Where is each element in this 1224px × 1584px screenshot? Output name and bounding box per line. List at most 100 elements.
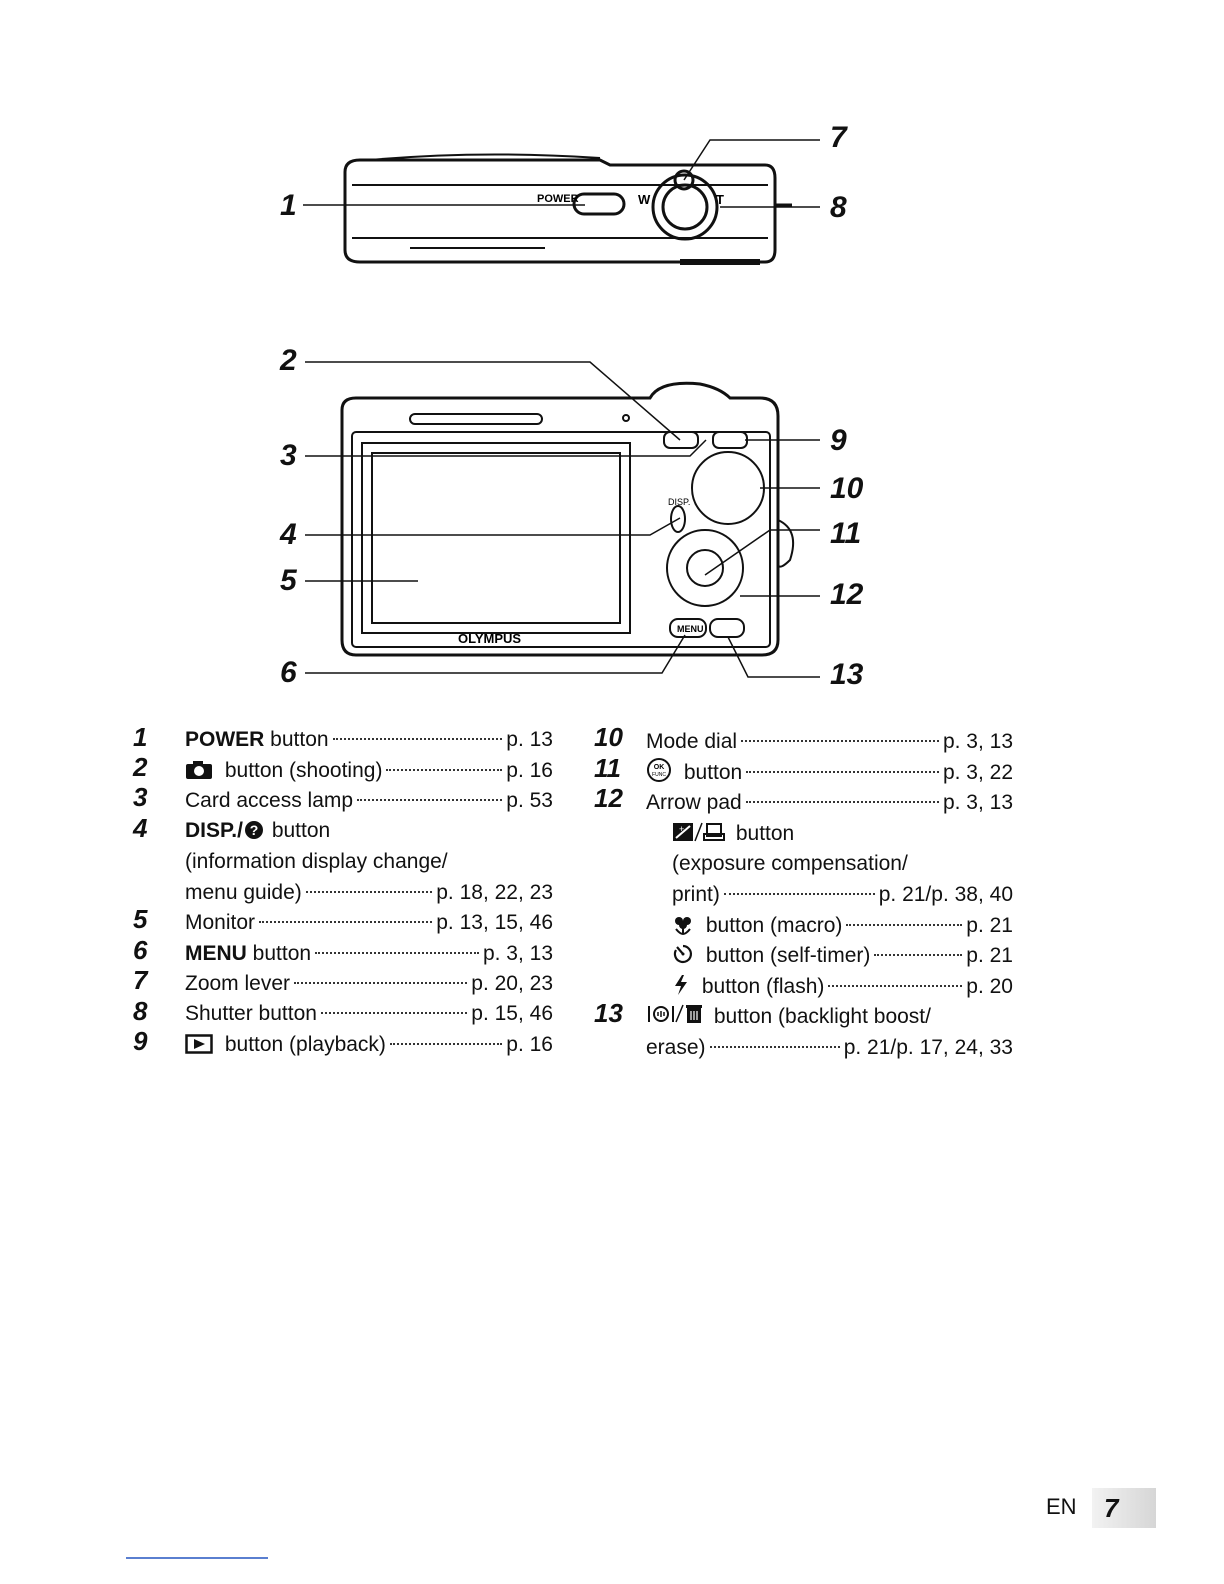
item-label: button [678, 761, 743, 784]
item-number: 1 [133, 722, 148, 752]
list-item: + button [672, 819, 794, 849]
page-ref: p. 13, 15, 46 [436, 911, 553, 934]
item-label: button [730, 822, 795, 845]
item-label: Mode dial [646, 730, 738, 753]
leader-dots [320, 1012, 468, 1014]
leader-dots [723, 893, 875, 895]
item-label: Card access lamp [185, 789, 354, 812]
menu-diagram-label: MENU [677, 624, 704, 634]
item-number: 8 [133, 996, 148, 1026]
list-item: Shutter button p. 15, 46 [185, 999, 553, 1029]
list-item: button (playback) p. 16 [185, 1030, 553, 1060]
leader-dots [305, 891, 433, 893]
leader-dots [709, 1046, 840, 1048]
svg-text:OK: OK [654, 764, 665, 771]
leader-dots [389, 1043, 503, 1045]
item-label: Monitor [185, 911, 256, 934]
svg-text:?: ? [250, 822, 259, 838]
camera-back-view [340, 381, 794, 657]
exposure-print-icon: + [673, 822, 725, 842]
flash-icon [675, 975, 687, 995]
list-item: Monitor p. 13, 15, 46 [185, 908, 553, 938]
leader-dots [746, 771, 939, 773]
item-number: 12 [594, 783, 623, 813]
item-label: menu guide) [185, 881, 302, 904]
camera-top-view [343, 153, 792, 265]
bottom-rule [126, 1557, 268, 1559]
item-label-bold: POWER [185, 728, 265, 751]
item-continuation: (exposure compensation/ [672, 852, 908, 875]
page-ref: p. 15, 46 [471, 1002, 553, 1025]
item-label: print) [672, 883, 720, 906]
zoom-t-label: T [716, 192, 724, 207]
item-number: 13 [594, 998, 623, 1028]
page-ref: p. 3, 13 [482, 942, 553, 965]
callout-8: 8 [830, 191, 847, 224]
callout-11: 11 [830, 517, 862, 550]
item-label: button (flash) [696, 975, 825, 998]
item-continuation: (information display change/ [185, 850, 448, 873]
page-ref: p. 18, 22, 23 [436, 881, 553, 904]
page-ref: p. 20, 23 [471, 972, 553, 995]
item-label: button [265, 819, 331, 842]
disp-diagram-label: DISP. [668, 497, 690, 507]
page-ref: p. 16 [506, 759, 553, 782]
item-label: button (playback) [219, 1033, 386, 1056]
item-label-bold: MENU [185, 942, 247, 965]
page-ref: p. 21/p. 38, 40 [878, 883, 1013, 906]
svg-text:FUNC: FUNC [652, 772, 666, 778]
item-label: Zoom lever [185, 972, 291, 995]
page-number: 7 [1092, 1488, 1156, 1528]
leader-dots [828, 985, 963, 987]
leader-dots [315, 952, 479, 954]
list-item: erase) p. 21/p. 17, 24, 33 [646, 1033, 1013, 1063]
camera-icon [186, 761, 212, 779]
leader-dots [332, 738, 503, 740]
item-label: button (shooting) [219, 759, 383, 782]
page-ref: p. 21 [966, 914, 1013, 937]
leader-dots [294, 982, 468, 984]
item-number: 9 [133, 1026, 148, 1056]
list-item: button (flash) p. 20 [672, 972, 1013, 1002]
page-ref: p. 3, 13 [942, 730, 1013, 753]
page-ref: p. 16 [506, 1033, 553, 1056]
callout-9: 9 [830, 424, 847, 457]
list-item: button (backlight boost/ [646, 1002, 931, 1032]
list-item: DISP./? button [185, 816, 330, 846]
item-label: button (backlight boost/ [708, 1005, 931, 1028]
callout-4: 4 [280, 518, 297, 551]
item-number: 4 [133, 813, 148, 843]
brand-logo: OLYMPUS [458, 631, 521, 646]
page-ref: p. 53 [506, 789, 553, 812]
list-item: print) p. 21/p. 38, 40 [672, 880, 1013, 910]
callout-12: 12 [830, 578, 864, 611]
item-number: 2 [133, 752, 148, 782]
item-number: 11 [594, 753, 621, 783]
callout-1: 1 [280, 189, 297, 222]
callout-5: 5 [280, 564, 297, 597]
leader-dots [741, 740, 939, 742]
leader-dots [357, 799, 503, 801]
item-label: Arrow pad [646, 791, 742, 814]
item-number: 10 [594, 722, 623, 752]
item-label: Shutter button [185, 1002, 317, 1025]
leader-dots [874, 954, 963, 956]
list-item: MENU button p. 3, 13 [185, 939, 553, 969]
list-item: Arrow pad p. 3, 13 [646, 788, 1013, 818]
leader-dots [846, 924, 963, 926]
page-ref: p. 20 [966, 975, 1013, 998]
page-ref: p. 21 [966, 944, 1013, 967]
macro-icon [675, 917, 691, 935]
page-ref: p. 3, 22 [942, 761, 1013, 784]
list-item: Zoom lever p. 20, 23 [185, 969, 553, 999]
callout-6: 6 [280, 656, 297, 689]
self-timer-icon [673, 944, 692, 964]
item-label: button [246, 942, 312, 965]
page-ref: p. 3, 13 [942, 791, 1013, 814]
item-number: 5 [133, 904, 148, 934]
item-label-bold: DISP./ [185, 819, 243, 842]
list-item: Mode dial p. 3, 13 [646, 727, 1013, 757]
footer-language: EN [1046, 1494, 1077, 1519]
